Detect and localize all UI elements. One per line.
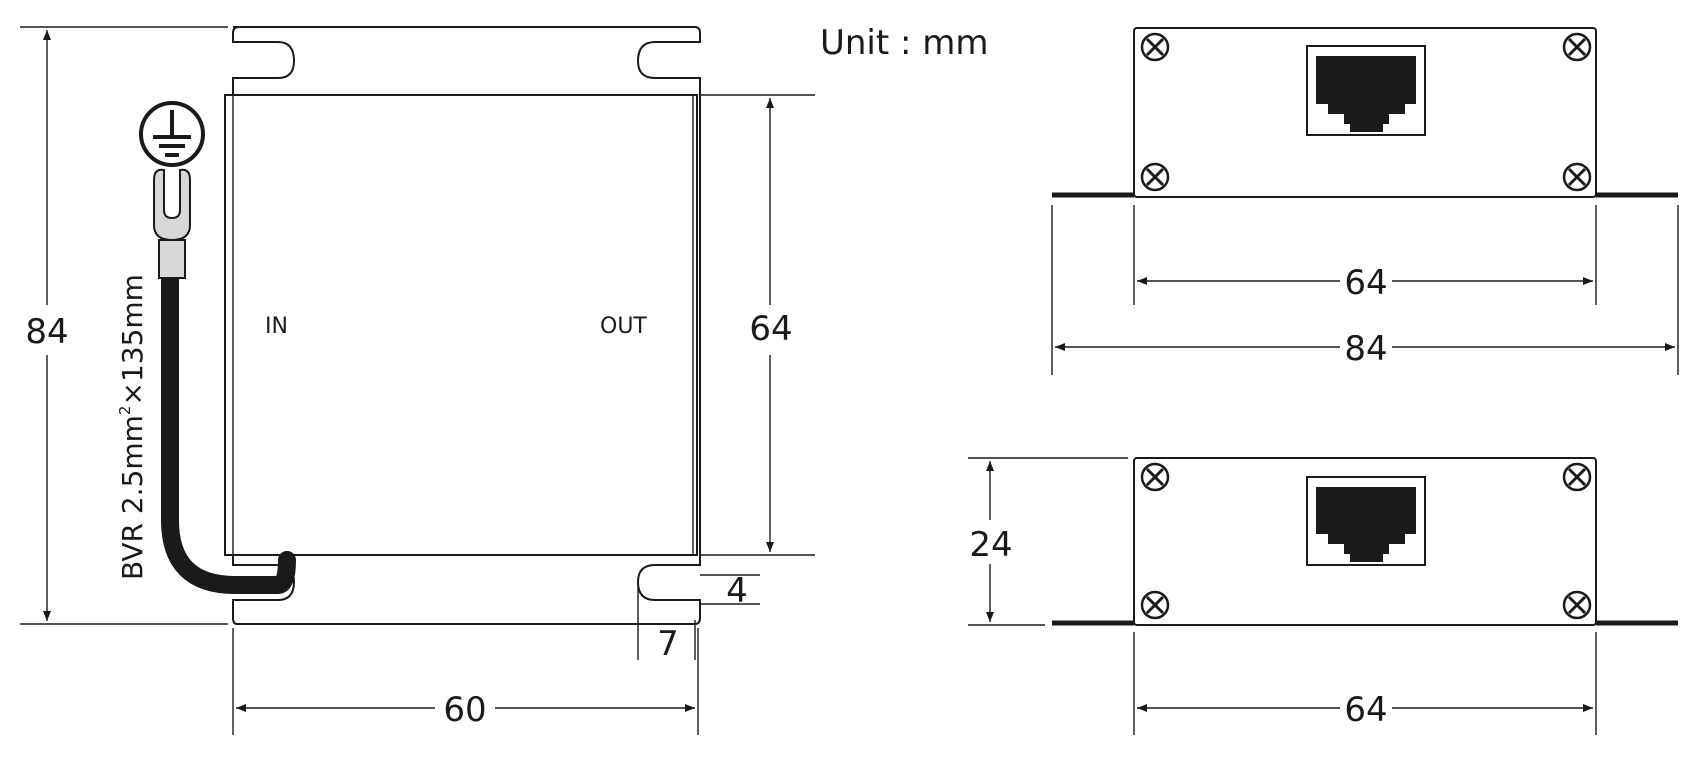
front-view: 64 84 — [1051, 27, 1679, 375]
in-port-label: IN — [265, 314, 288, 339]
width-value: 60 — [443, 690, 486, 730]
top-view: IN OUT BVR 2.5mm2×135mm 84 — [20, 26, 815, 735]
screw-icon — [1140, 462, 1170, 492]
unit-label: Unit : mm — [820, 23, 989, 63]
slot-width-value: 7 — [657, 624, 679, 664]
screw-icon — [1562, 32, 1592, 62]
ground-symbol-icon — [139, 101, 205, 167]
screw-icon — [1140, 590, 1170, 620]
front-width-body-value: 64 — [1344, 263, 1387, 303]
out-port-label: OUT — [600, 314, 647, 339]
cable-spec-label: BVR 2.5mm2×135mm — [116, 274, 149, 580]
side-height-value: 24 — [969, 525, 1012, 565]
terminal-sleeve — [158, 239, 186, 279]
device-body — [224, 94, 698, 556]
screw-icon — [1562, 462, 1592, 492]
ground-cable — [161, 269, 296, 594]
fork-terminal-icon — [153, 168, 191, 242]
side-view: 24 64 — [965, 457, 1678, 735]
slot-depth-value: 4 — [726, 571, 748, 611]
side-width-body-value: 64 — [1344, 690, 1387, 730]
screw-icon — [1140, 32, 1170, 62]
front-width-total-value: 84 — [1344, 329, 1387, 369]
rj45-port-icon — [1306, 476, 1426, 566]
height-total-value: 84 — [25, 312, 68, 352]
rj45-port-icon — [1306, 45, 1426, 136]
screw-icon — [1562, 590, 1592, 620]
screw-icon — [1562, 162, 1592, 192]
height-body-value: 64 — [749, 309, 792, 349]
screw-icon — [1140, 162, 1170, 192]
